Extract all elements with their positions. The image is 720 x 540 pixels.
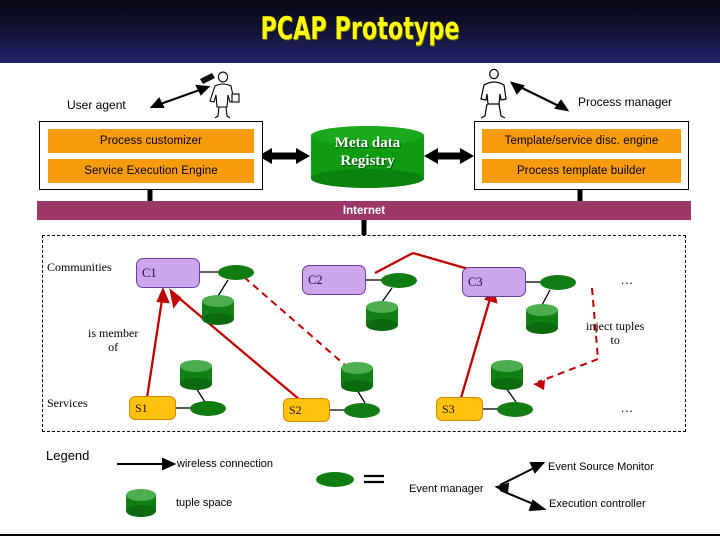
pen-icon [200, 73, 215, 84]
community-node-c1[interactable]: C1 [136, 258, 200, 288]
process-template-builder-bar[interactable]: Process template builder [482, 159, 681, 183]
inject-tuples-line-2: to [610, 332, 620, 347]
process-manager-label: Process manager [578, 95, 673, 109]
user-agent-arrow [149, 84, 211, 109]
tuple-space-s2 [341, 362, 373, 392]
event-manager-legend-icon [316, 472, 354, 487]
wireless-connection-label: wireless connection [177, 458, 273, 470]
bottom-divider [0, 534, 720, 536]
event-manager-ellipse-c2 [381, 273, 417, 288]
communities-ellipsis: ... [621, 272, 634, 287]
wireless-connection-arrow [117, 457, 177, 471]
service-execution-engine-bar[interactable]: Service Execution Engine [48, 159, 254, 183]
internet-bar: Internet [37, 201, 691, 220]
is-member-of-line-1: is member [88, 326, 139, 340]
tuple-space-legend-icon [126, 489, 156, 517]
tuple-space-s3 [491, 360, 523, 390]
execution-controller-label: Execution controller [549, 498, 646, 510]
inject-tuples-line-1: inject tuples [586, 319, 645, 333]
registry-line-1: Meta data [334, 134, 401, 151]
page-title: PCAP Prototype [260, 11, 460, 47]
community-node-c3[interactable]: C3 [462, 267, 526, 297]
event-manager-ellipse-c1 [218, 265, 254, 280]
title-banner: PCAP Prototype [0, 0, 720, 63]
manager-person-icon [480, 68, 507, 119]
tuple-space-s1 [180, 360, 212, 390]
arrowhead-right-2 [460, 148, 474, 164]
is-member-of-label: is member of [88, 326, 139, 355]
meta-data-registry: Meta data Registry [311, 126, 424, 188]
services-ellipsis: ... [621, 400, 634, 415]
community-node-c2[interactable]: C2 [302, 265, 366, 295]
process-customizer-bar[interactable]: Process customizer [48, 129, 254, 153]
tuple-space-c1 [202, 295, 234, 325]
user-person-icon [209, 71, 240, 119]
services-row-label: Services [47, 396, 88, 410]
tuple-space-c2 [366, 301, 398, 331]
event-manager-branch-arrows [494, 462, 547, 512]
template-service-disc-engine-bar[interactable]: Template/service disc. engine [482, 129, 681, 153]
event-manager-ellipse-s2 [344, 403, 380, 418]
equals-sign [364, 474, 384, 484]
user-agent-label: User agent [67, 98, 126, 112]
tuple-space-c3 [526, 304, 558, 334]
arrowhead-left-2 [424, 148, 438, 164]
registry-line-2: Registry [340, 152, 395, 169]
service-node-s3[interactable]: S3 [436, 397, 483, 421]
communities-row-label: Communities [47, 260, 112, 274]
inject-tuples-to-label: inject tuples to [586, 319, 645, 348]
legend-title: Legend [46, 448, 90, 463]
event-manager-ellipse-s3 [497, 402, 533, 417]
event-manager-ellipse-c3 [540, 275, 576, 290]
is-member-of-line-2: of [108, 339, 119, 354]
arrowhead-right-1 [296, 148, 310, 164]
event-manager-ellipse-s1 [190, 401, 226, 416]
event-source-monitor-label: Event Source Monitor [548, 461, 654, 473]
service-node-s1[interactable]: S1 [129, 396, 176, 420]
internet-label: Internet [342, 204, 386, 217]
event-manager-label: Event manager [409, 483, 484, 495]
service-node-s2[interactable]: S2 [283, 398, 330, 422]
tuple-space-label: tuple space [176, 497, 233, 509]
process-manager-arrow [510, 81, 570, 112]
